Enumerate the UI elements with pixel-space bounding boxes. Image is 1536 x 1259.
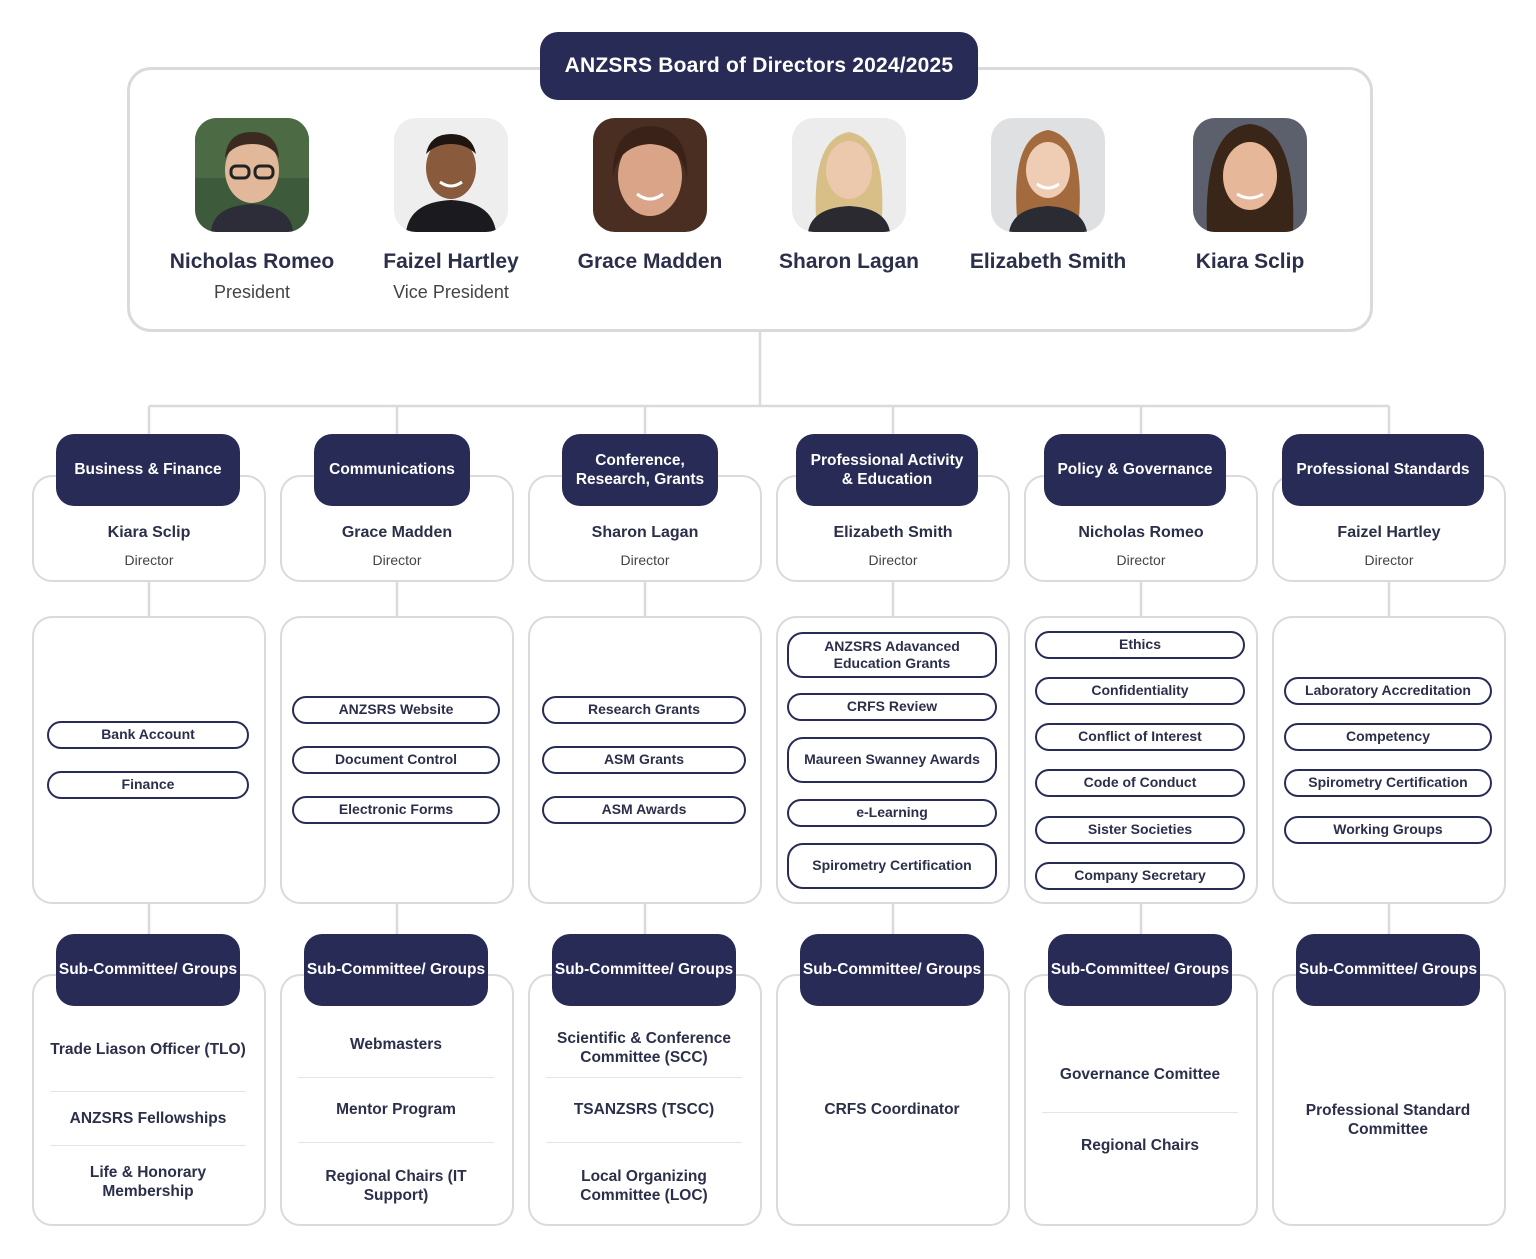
group-item: TSANZSRS (TSCC) xyxy=(573,1101,715,1119)
responsibility-chip: Maureen Swanney Awards xyxy=(787,737,997,783)
board-member-card: Elizabeth Smith xyxy=(948,118,1148,282)
director-role: Director xyxy=(1116,552,1166,568)
responsibility-chip: Electronic Forms xyxy=(292,796,500,824)
director-name: Grace Madden xyxy=(341,524,453,541)
director-name: Nicholas Romeo xyxy=(1078,524,1204,541)
group-item: Trade Liason Officer (TLO) xyxy=(50,1041,246,1059)
subcommittee-header: Sub-Committee/ Groups xyxy=(304,934,488,1006)
responsibility-chip: Spirometry Certification xyxy=(1284,769,1492,797)
responsibilities-panel xyxy=(32,616,266,904)
responsibility-chip: ASM Awards xyxy=(542,796,746,824)
group-item: Local Organizing Committee (LOC) xyxy=(580,1167,708,1204)
member-photo xyxy=(1193,118,1307,232)
responsibility-chip: Ethics xyxy=(1035,631,1245,659)
responsibility-chip: Bank Account xyxy=(47,721,249,749)
director-name: Kiara Sclip xyxy=(107,524,191,541)
responsibility-chip: Working Groups xyxy=(1284,816,1492,844)
board-member-card: Kiara Sclip xyxy=(1150,118,1350,282)
dept-conference-research-grants: Conference, Research, Grants xyxy=(562,434,718,506)
director-name: Sharon Lagan xyxy=(591,524,699,541)
subcommittee-panel xyxy=(528,974,762,1226)
board-member-card: Grace Madden xyxy=(550,118,750,282)
director-role: Director xyxy=(372,552,422,568)
member-photo xyxy=(991,118,1105,232)
responsibility-chip: Sister Societies xyxy=(1035,816,1245,844)
dept-professional-activity-education: Professional Activity & Education xyxy=(796,434,978,506)
divider xyxy=(298,1077,494,1078)
responsibility-chip: Research Grants xyxy=(542,696,746,724)
group-item: Professional Standard Committee xyxy=(1305,1101,1471,1138)
member-name: Elizabeth Smith xyxy=(969,250,1127,273)
dept-policy-governance: Policy & Governance xyxy=(1044,434,1226,506)
responsibility-chip: Competency xyxy=(1284,723,1492,751)
responsibilities-panel xyxy=(1024,616,1258,904)
subcommittee-header: Sub-Committee/ Groups xyxy=(56,934,240,1006)
responsibility-chip: ANZSRS Adavanced Education Grants xyxy=(787,632,997,678)
member-name: Kiara Sclip xyxy=(1195,250,1305,273)
group-item: Scientific & Conference Committee (SCC) xyxy=(557,1029,731,1066)
responsibility-chip: Conflict of Interest xyxy=(1035,723,1245,751)
divider xyxy=(50,1091,246,1092)
dept-communications: Communications xyxy=(314,434,470,506)
subcommittee-header: Sub-Committee/ Groups xyxy=(552,934,736,1006)
board-title: ANZSRS Board of Directors 2024/2025 xyxy=(540,32,978,100)
dept-professional-standards: Professional Standards xyxy=(1282,434,1484,506)
responsibility-chip: Confidentiality xyxy=(1035,677,1245,705)
subcommittee-panel xyxy=(32,974,266,1226)
group-item: ANZSRS Fellowships xyxy=(69,1110,227,1128)
subcommittee-header: Sub-Committee/ Groups xyxy=(1048,934,1232,1006)
responsibility-chip: Finance xyxy=(47,771,249,799)
subcommittee-panel xyxy=(280,974,514,1226)
responsibility-chip: Document Control xyxy=(292,746,500,774)
group-item: Regional Chairs xyxy=(1081,1137,1199,1155)
responsibility-chip: Spirometry Certification xyxy=(787,843,997,889)
member-photo xyxy=(195,118,309,232)
board-member-card: Faizel Hartley Vice President xyxy=(351,118,551,303)
responsibility-chip: ASM Grants xyxy=(542,746,746,774)
subcommittee-header: Sub-Committee/ Groups xyxy=(1296,934,1480,1006)
divider xyxy=(546,1142,742,1143)
responsibility-chip: Laboratory Accreditation xyxy=(1284,677,1492,705)
group-item: Governance Comittee xyxy=(1059,1066,1221,1084)
divider xyxy=(1042,1112,1238,1113)
member-name: Grace Madden xyxy=(577,250,723,273)
member-name: Nicholas Romeo xyxy=(169,250,335,273)
divider xyxy=(298,1142,494,1143)
group-item: Regional Chairs (IT Support) xyxy=(325,1167,467,1204)
responsibility-chip: e-Learning xyxy=(787,799,997,827)
responsibility-chip: Company Secretary xyxy=(1035,862,1245,890)
subcommittee-panel xyxy=(776,974,1010,1226)
member-role: President xyxy=(213,282,291,302)
director-role: Director xyxy=(124,552,174,568)
member-photo xyxy=(394,118,508,232)
member-photo xyxy=(593,118,707,232)
member-role: Vice President xyxy=(393,282,509,302)
board-member-card: Nicholas Romeo President xyxy=(152,118,352,303)
director-role: Director xyxy=(620,552,670,568)
responsibility-chip: Code of Conduct xyxy=(1035,769,1245,797)
group-item: Mentor Program xyxy=(336,1101,456,1119)
group-item: CRFS Coordinator xyxy=(824,1101,960,1119)
director-role: Director xyxy=(1364,552,1414,568)
divider xyxy=(50,1145,246,1146)
dept-business-finance: Business & Finance xyxy=(56,434,240,506)
director-name: Faizel Hartley xyxy=(1337,524,1441,541)
member-photo xyxy=(792,118,906,232)
responsibility-chip: ANZSRS Website xyxy=(292,696,500,724)
divider xyxy=(546,1077,742,1078)
member-name: Faizel Hartley xyxy=(383,250,519,273)
subcommittee-panel xyxy=(1024,974,1258,1226)
subcommittee-header: Sub-Committee/ Groups xyxy=(800,934,984,1006)
member-name: Sharon Lagan xyxy=(778,250,920,273)
board-member-card: Sharon Lagan xyxy=(749,118,949,282)
director-name: Elizabeth Smith xyxy=(833,524,953,541)
responsibilities-panel xyxy=(1272,616,1506,904)
director-role: Director xyxy=(868,552,918,568)
group-item: Life & Honorary Membership xyxy=(89,1163,207,1200)
responsibility-chip: CRFS Review xyxy=(787,693,997,721)
group-item: Webmasters xyxy=(350,1036,442,1054)
